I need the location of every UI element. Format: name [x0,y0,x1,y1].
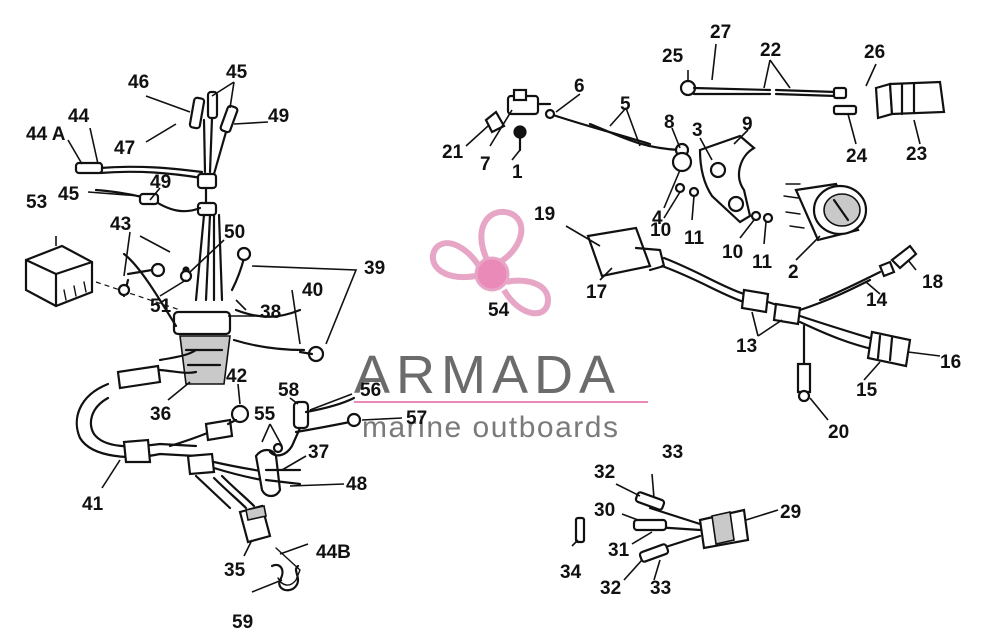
callout-5: 5 [620,94,631,115]
callout-8: 8 [664,112,675,133]
callout-46: 46 [128,72,149,93]
callout-6: 6 [574,76,585,97]
callout-45-lower: 45 [58,184,80,205]
callout-19: 19 [534,204,555,225]
callout-25: 25 [662,46,684,67]
callout-20: 20 [828,422,849,443]
brand-name: ARMADA [354,345,621,405]
cable-assembly-17 [586,226,918,403]
callout-31: 31 [608,540,630,561]
callout-4: 4 [652,208,663,229]
callout-57: 57 [406,408,427,429]
callout-3: 3 [692,120,703,141]
callout-7: 7 [480,154,491,175]
callout-13: 13 [736,336,757,357]
callout-15: 15 [856,380,878,401]
callout-41: 41 [82,494,104,515]
upper-right-parts [679,79,946,120]
callout-51: 51 [150,296,172,317]
callout-11-lower: 11 [752,252,773,273]
callout-35: 35 [224,560,246,581]
callout-39: 39 [364,258,385,279]
callout-43: 43 [110,214,131,235]
upper-center-parts [484,88,690,158]
callout-27: 27 [710,22,731,43]
callout-44: 44 [68,106,90,127]
callout-32-lower: 32 [600,578,621,599]
callout-1: 1 [512,162,523,183]
callout-42: 42 [226,366,247,387]
brand-tagline: marine outboards [362,411,619,444]
callout-9: 9 [742,114,753,135]
callout-18: 18 [922,272,943,293]
callout-47: 47 [114,138,135,159]
callout-48: 48 [346,474,367,495]
callout-21: 21 [442,142,464,163]
callout-37: 37 [308,442,329,463]
callout-45-upper: 45 [226,62,248,83]
callout-53: 53 [26,192,47,213]
callout-58: 58 [278,380,299,401]
callout-11-upper: 11 [684,228,705,249]
gauge-2 [783,182,868,242]
harness-junction-36 [116,213,325,390]
harness-tube-41 [75,382,268,510]
callout-44a: 44 A [26,124,66,145]
armada-propeller-logo [429,208,552,317]
callout-23: 23 [906,144,927,165]
callout-labels: 1 2 3 4 5 6 7 8 9 10 10 11 11 13 14 15 1… [26,22,961,633]
callout-26: 26 [864,42,885,63]
callout-44b: 44B [316,542,351,563]
callout-49-lower: 49 [150,172,171,193]
callout-33-lower: 33 [650,578,671,599]
callout-55: 55 [254,404,276,425]
callout-34: 34 [560,562,582,583]
connector-35 [238,504,301,586]
callout-33-upper: 33 [662,442,683,463]
callout-30: 30 [594,500,615,521]
callout-32-upper: 32 [594,462,615,483]
gauge-bracket [671,134,774,224]
callout-29: 29 [780,502,801,523]
grommet-37 [254,396,362,498]
leader-lines [55,43,941,593]
callout-49-upper: 49 [268,106,289,127]
connector-29 [574,491,750,563]
callout-17: 17 [586,282,607,303]
callout-50: 50 [224,222,245,243]
callout-2: 2 [788,262,799,283]
callout-36: 36 [150,404,171,425]
callout-10-lower: 10 [722,242,743,263]
callout-10-upper: 10 [650,220,671,241]
callout-54: 54 [488,300,510,321]
callout-24: 24 [846,146,868,167]
callout-14: 14 [866,290,888,311]
callout-38: 38 [260,302,281,323]
callout-40: 40 [302,280,323,301]
callout-22: 22 [760,40,781,61]
relay-53 [24,244,181,311]
callout-59: 59 [232,612,253,633]
upper-connector-wires [74,90,239,217]
callout-56: 56 [360,380,381,401]
clip-59 [270,563,300,592]
callout-16: 16 [940,352,961,373]
